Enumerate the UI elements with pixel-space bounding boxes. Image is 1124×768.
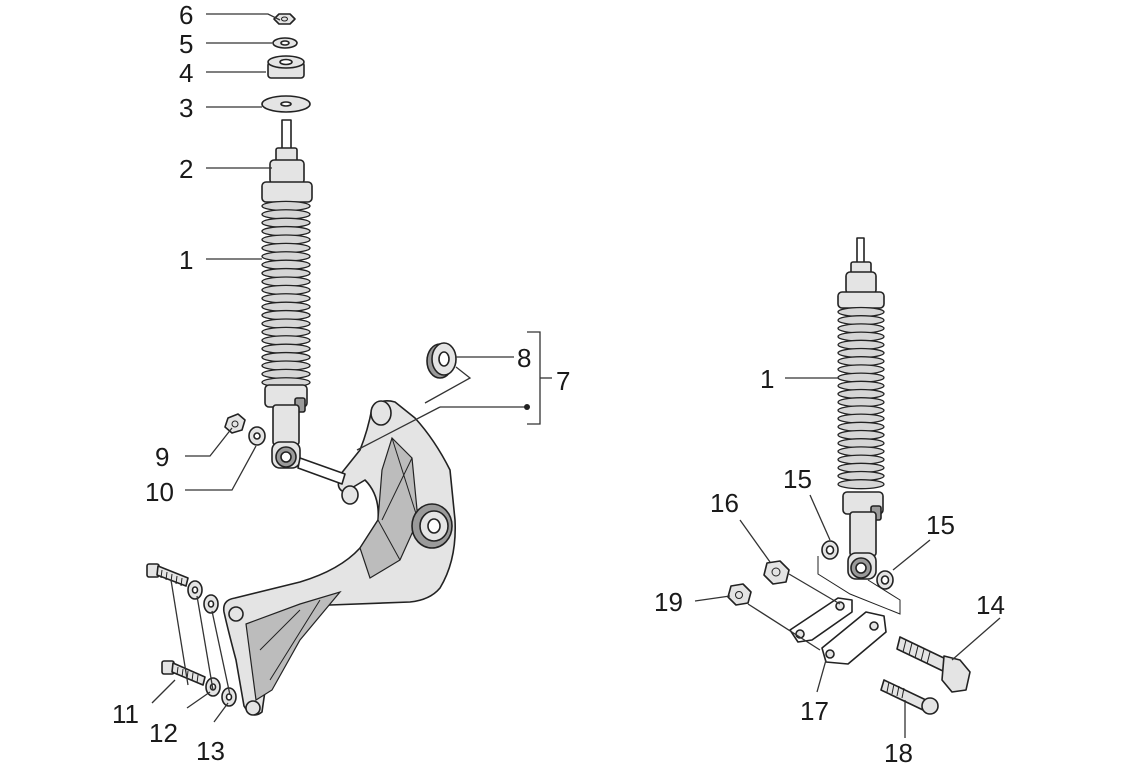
washer-part-10 [248, 426, 266, 446]
callout-8: 8 [517, 343, 531, 373]
callout-2: 2 [179, 154, 193, 184]
bolt-part-18 [880, 679, 939, 715]
callout-16: 16 [710, 488, 739, 518]
callout-13: 13 [196, 736, 225, 766]
callout-12: 12 [149, 718, 178, 748]
bracket-part-17 [789, 556, 901, 665]
shock-absorber-part-1-right [837, 237, 885, 580]
callout-9: 9 [155, 442, 169, 472]
spacer-part-15-right [876, 570, 894, 590]
callout-15-right: 15 [926, 510, 955, 540]
washer-part-13-upper [203, 594, 219, 614]
rubber-bush-part-4 [267, 55, 305, 79]
leader-lines-left [151, 13, 552, 723]
shock-absorber-part-1-left [261, 119, 313, 469]
callout-15-left: 15 [783, 464, 812, 494]
callout-4: 4 [179, 58, 193, 88]
callout-7: 7 [556, 366, 570, 396]
spacer-part-15-left [821, 540, 839, 560]
nut-part-6 [273, 13, 296, 25]
bolt-part-11-lower [161, 660, 206, 686]
callout-18: 18 [884, 738, 913, 768]
nut-part-19 [727, 583, 752, 606]
callout-11: 11 [112, 699, 139, 729]
leader-lines-right [694, 377, 1001, 738]
callout-6: 6 [179, 0, 193, 30]
callout-14: 14 [976, 590, 1005, 620]
bearing-part-8 [426, 342, 457, 379]
bolt-part-14 [896, 636, 971, 693]
nut-part-9 [224, 413, 246, 434]
callout-10: 10 [145, 477, 174, 507]
washer-part-12-upper [187, 580, 203, 600]
callout-1-left: 1 [179, 245, 193, 275]
callout-5: 5 [179, 29, 193, 59]
callout-3: 3 [179, 93, 193, 123]
callout-19: 19 [654, 587, 683, 617]
bolt-part-11-upper [146, 563, 189, 587]
nut-part-16 [763, 560, 790, 585]
swing-arm-bracket-part-7 [222, 400, 457, 716]
spring-coil-turn [837, 479, 885, 490]
callout-17: 17 [800, 696, 829, 726]
cup-washer-part-3 [261, 95, 311, 113]
callout-1-right: 1 [760, 364, 774, 394]
washer-part-5 [272, 37, 298, 49]
